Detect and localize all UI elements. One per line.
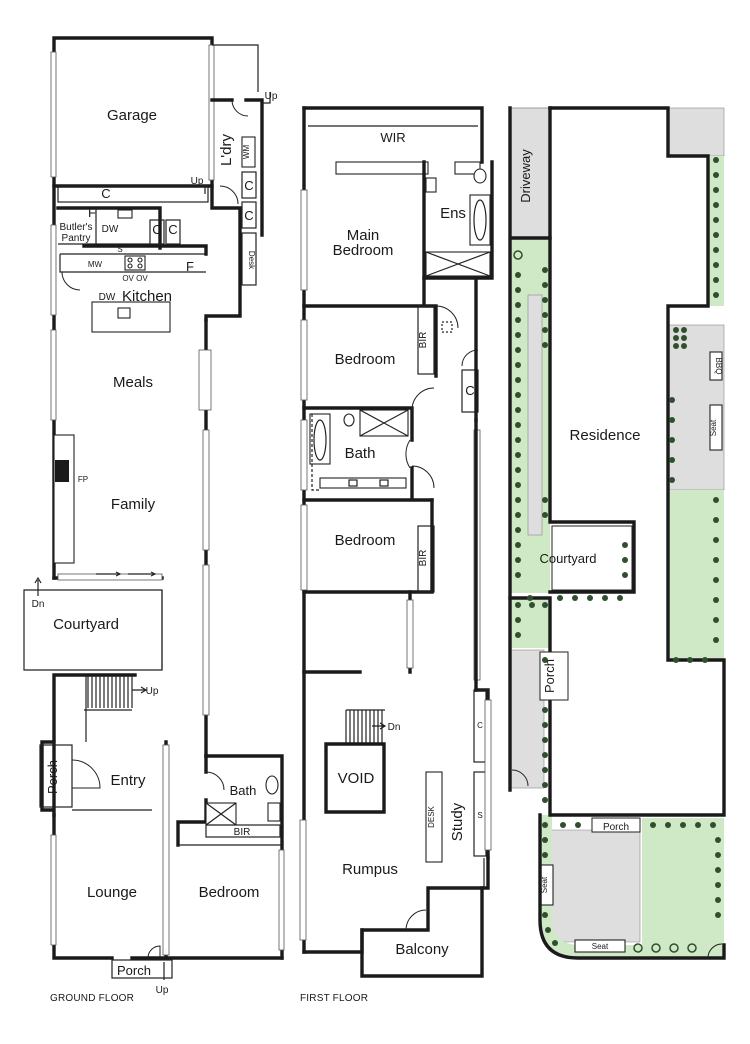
void-label: VOID [338,770,375,787]
cupboard-label: C [168,222,177,237]
fridge-label: F [88,205,96,220]
hedge-shrubs [513,157,721,953]
cupboard-label: C [244,208,253,223]
courtyard-label: Courtyard [53,616,119,633]
bedroom-ground-label: Bedroom [199,884,260,901]
bir-label: BIR [418,332,429,349]
bedroom-1-label: Bedroom [335,351,396,368]
fireplace-label: FP [78,475,88,484]
bir-label: BIR [234,827,251,838]
up-label-laundry: Up [265,91,278,102]
bath-first-label: Bath [345,445,376,462]
bir-label: BIR [418,550,429,567]
cupboard-label: C [244,178,253,193]
rumpus-label: Rumpus [342,861,398,878]
butlers-pantry-label: Pantry [62,233,91,244]
porch-side-label: Porch [45,760,60,794]
dishwasher-label: DW [99,292,116,303]
kitchen-label: Kitchen [122,288,172,305]
porch-site-front-label: Porch [603,822,629,833]
up-label-front: Up [156,985,169,996]
meals-label: Meals [113,374,153,391]
shelf-label: S [477,811,482,820]
balcony-label: Balcony [395,941,449,958]
courtyard-site-label: Courtyard [539,551,596,566]
ensuite-label: Ens [440,205,466,222]
oven-label: OV OV [122,274,148,283]
bbq-label: BBQ [714,358,723,375]
main-bedroom-label: Bedroom [333,242,394,259]
garage-cupboard-label: C [101,186,110,201]
first-floor-caption: FIRST FLOOR [300,993,368,1004]
fridge-label: F [186,259,194,274]
up-label-stairs: Up [146,686,159,697]
ground-floor-caption: GROUND FLOOR [50,993,134,1004]
desk-label: DESK [427,805,436,827]
down-label: Dn [32,599,45,610]
microwave-label: MW [88,260,103,269]
wir-label: WIR [380,130,405,145]
cupboard-label: C [152,222,161,237]
family-label: Family [111,496,156,513]
washing-machine-label: WM [242,145,251,160]
cupboard-label: C [477,721,483,730]
up-label-garage: Up [191,176,204,187]
seat-label: Seat [592,942,609,951]
butlers-pantry-label: Butler's [59,222,92,233]
driveway-label: Driveway [518,149,533,203]
first-floor-plan: WIR Ens Main Bedroom BIR Bedroom C [299,106,494,1004]
seat-label: Seat [540,876,549,893]
sink-label: S [117,245,122,254]
residence-label: Residence [570,427,641,444]
seat-label: Seat [709,419,718,436]
main-bedroom-label: Main [347,227,380,244]
desk-label: Desk [247,251,256,270]
down-label: Dn [388,722,401,733]
site-plan: Driveway Residence Courtyard BBQ Seat Po… [508,106,726,960]
bath-label: Bath [230,783,257,798]
study-label: Study [449,802,466,841]
lounge-label: Lounge [87,884,137,901]
dishwasher-label: DW [102,224,119,235]
ground-floor-plan: Garage C WM L'dry Up C C Desk Up F Butle… [23,36,285,1004]
porch-site-side-label: Porch [542,659,557,693]
entry-label: Entry [110,772,146,789]
cupboard-label: C [465,383,474,398]
laundry-label: L'dry [218,133,235,166]
bedroom-2-label: Bedroom [335,532,396,549]
porch-front-label: Porch [117,963,151,978]
garage-label: Garage [107,107,157,124]
